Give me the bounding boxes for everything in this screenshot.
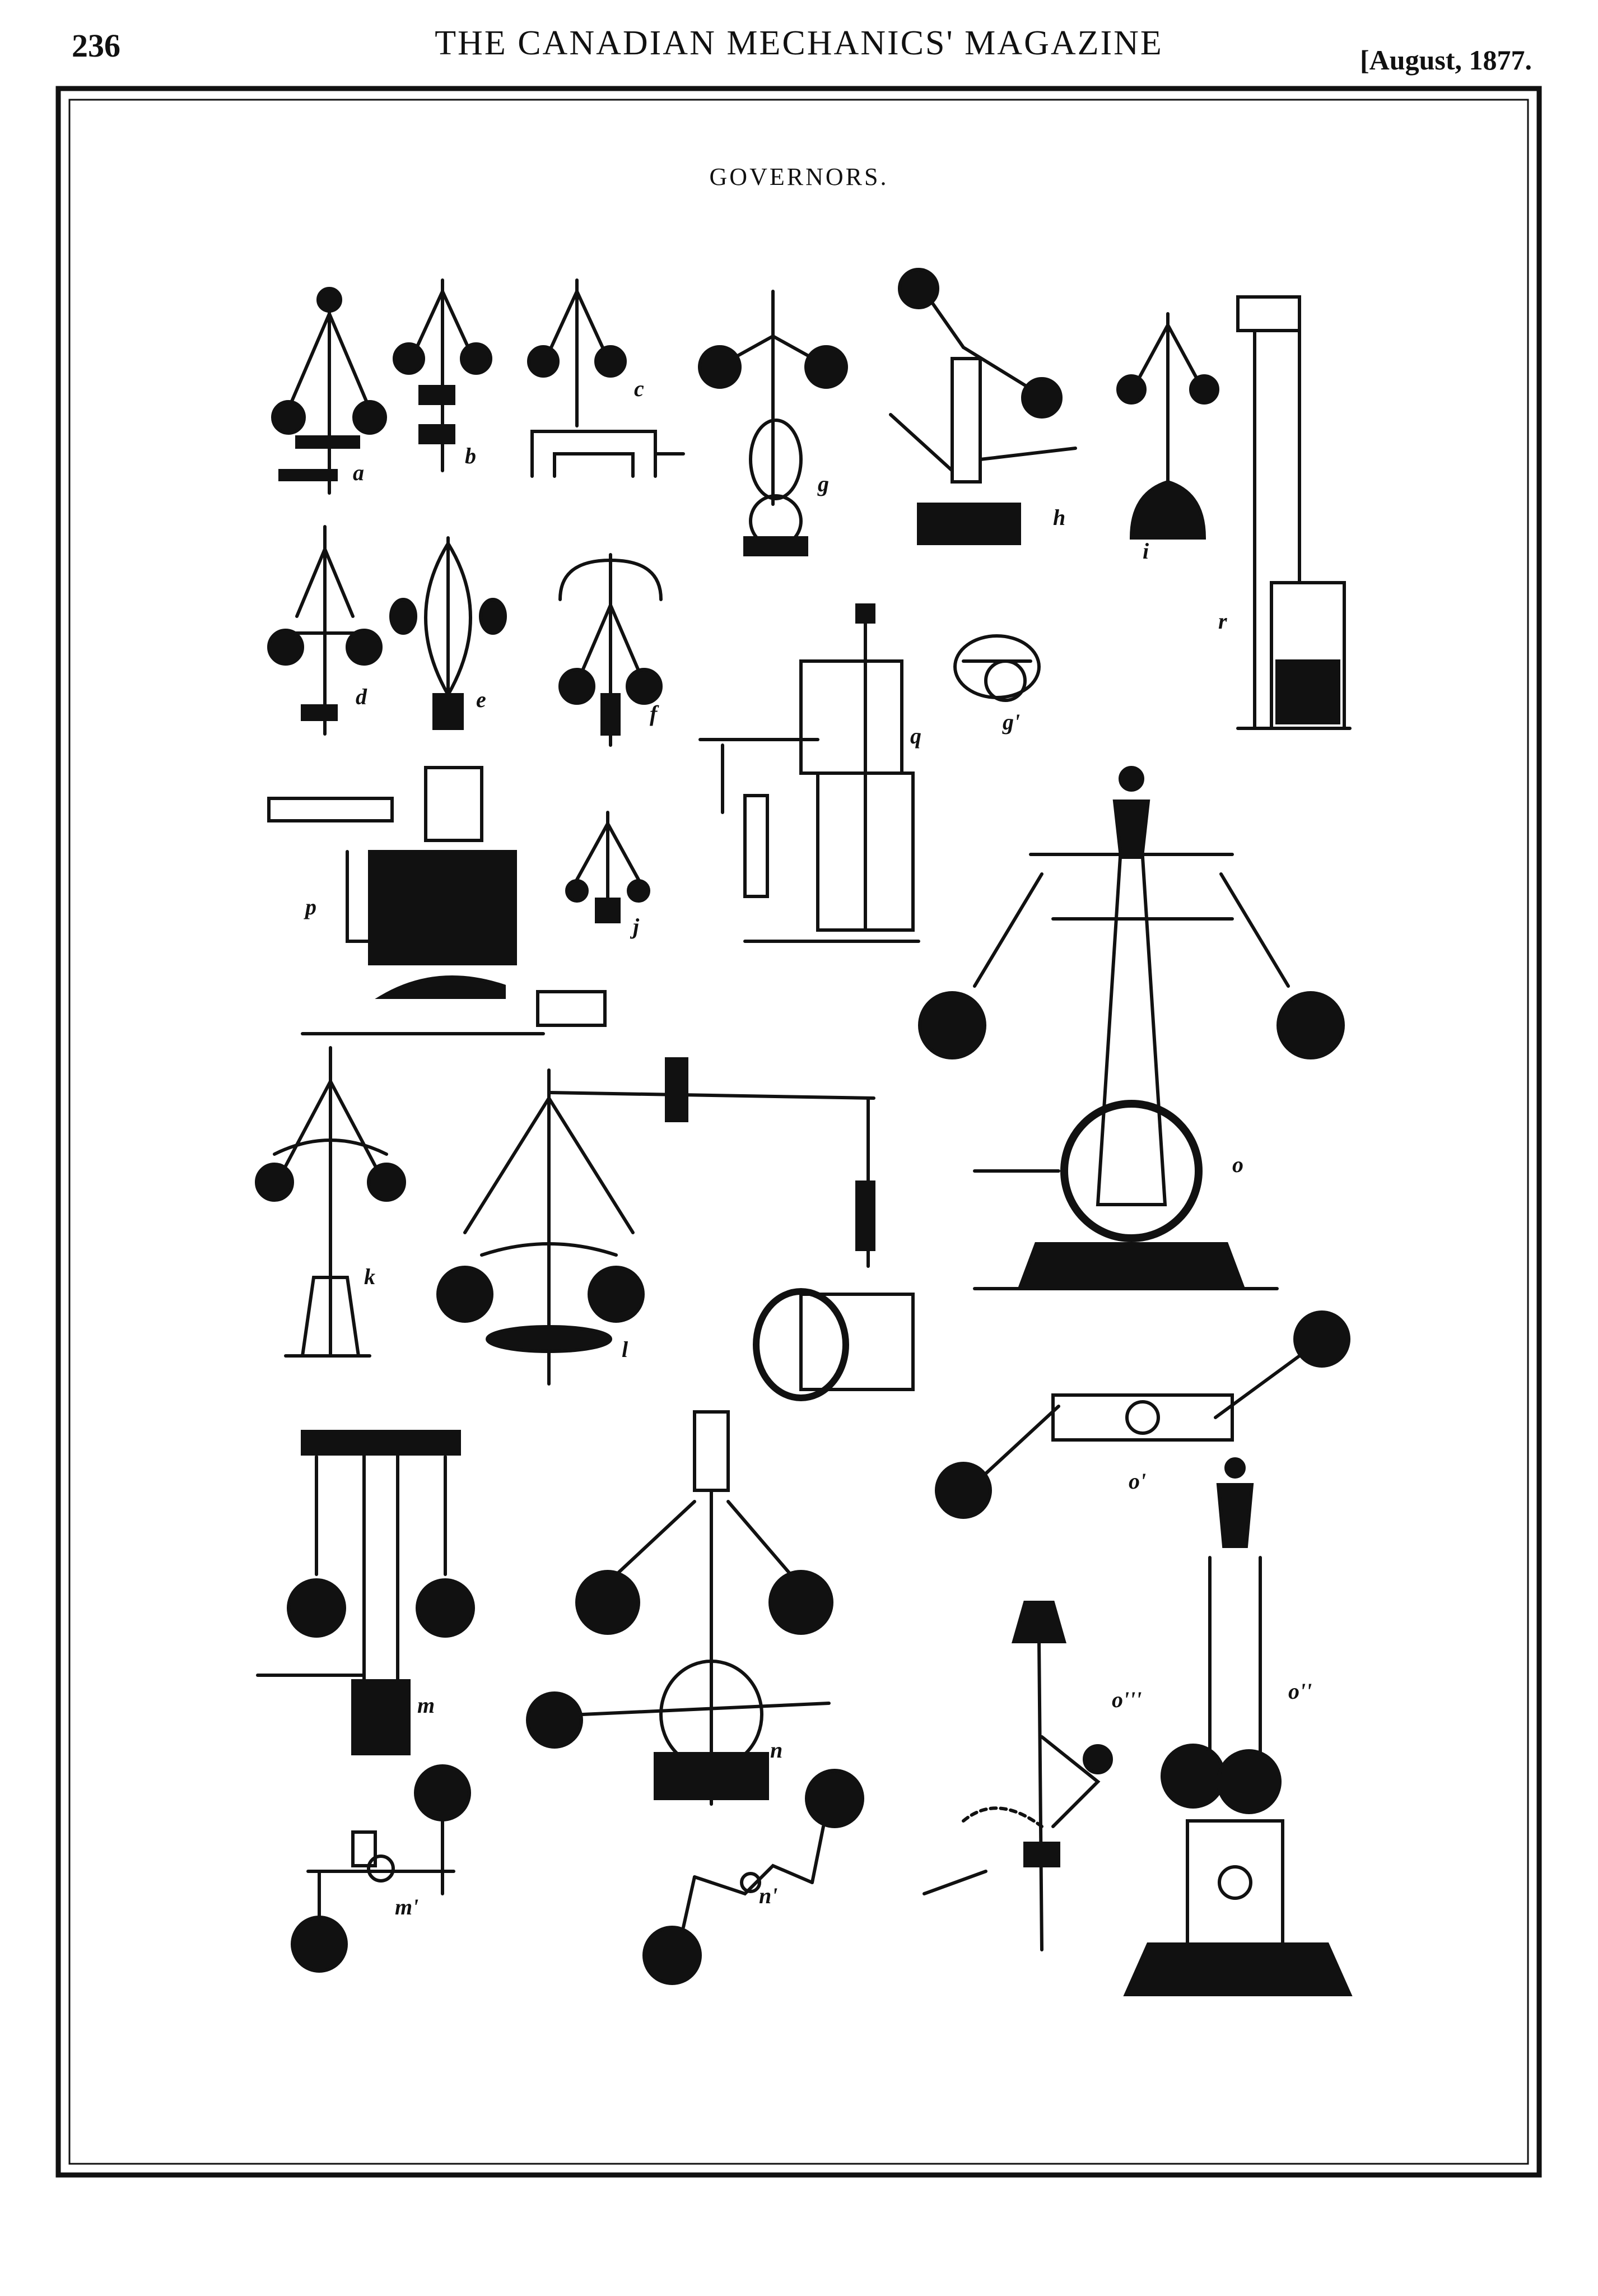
figure-g-governor <box>698 290 848 556</box>
figure-label-k: k <box>364 1264 375 1289</box>
issue-date: [August, 1877. <box>1360 44 1532 76</box>
figure-label-d: d <box>356 684 367 709</box>
figure-p-governor <box>267 766 517 999</box>
figure-label-a: a <box>353 460 364 485</box>
figure-label-f: f <box>650 701 658 726</box>
figure-label-g: g <box>818 471 829 496</box>
plate-border-outer <box>55 86 1542 2178</box>
figure-label-c: c <box>634 376 644 401</box>
figure-label-o-double-prime: o'' <box>1288 1679 1312 1704</box>
figure-h-governor <box>889 268 1077 545</box>
plate-border-inner <box>68 99 1529 2165</box>
figure-i-governor <box>1116 312 1219 540</box>
figure-b-governor <box>393 278 492 472</box>
page-header: 236 THE CANADIAN MECHANICS' MAGAZINE [Au… <box>0 0 1598 84</box>
figure-q-governor <box>698 603 920 943</box>
figure-m-governor <box>256 1430 475 1755</box>
figure-label-o: o <box>1232 1152 1243 1177</box>
figure-label-n-prime: n' <box>759 1883 778 1908</box>
page-number: 236 <box>72 27 120 64</box>
figure-o-governor <box>918 766 1345 1290</box>
figure-label-j: j <box>633 914 640 939</box>
figure-label-e: e <box>476 687 486 712</box>
lever-bar <box>301 990 607 1035</box>
figure-label-p: p <box>305 894 316 919</box>
figure-n-prime-governor <box>642 1769 864 1985</box>
figure-label-b: b <box>465 443 476 468</box>
running-title: THE CANADIAN MECHANICS' MAGAZINE <box>435 24 1163 62</box>
figure-label-m: m <box>417 1693 435 1718</box>
figure-label-n: n <box>770 1737 783 1763</box>
figure-label-q: q <box>910 723 921 749</box>
figure-g-prime-governor <box>953 634 1041 702</box>
figure-c-governor <box>527 278 685 478</box>
figure-k-governor <box>255 1046 406 1358</box>
figure-r-governor <box>1236 295 1352 730</box>
figure-e-governor <box>389 536 507 730</box>
figure-label-g-prime: g' <box>1003 709 1021 735</box>
figure-o-double-prime-governor <box>1123 1457 1353 1996</box>
figure-j-governor <box>565 811 650 923</box>
figure-d-governor <box>267 525 383 736</box>
figure-f-governor <box>558 553 663 747</box>
figure-label-i: i <box>1143 538 1149 564</box>
figure-o-triple-prime-governor <box>923 1601 1113 1951</box>
figure-label-m-prime: m' <box>395 1894 419 1919</box>
figure-o-prime-governor <box>935 1310 1350 1519</box>
figure-a-governor <box>271 287 387 495</box>
figure-l-governor <box>436 1057 915 1401</box>
figure-label-l: l <box>622 1337 628 1362</box>
figure-label-h: h <box>1053 505 1066 530</box>
figure-m-prime-governor <box>291 1764 471 1973</box>
figure-label-r: r <box>1218 608 1227 634</box>
figure-label-o-triple-prime: o''' <box>1112 1687 1142 1712</box>
plate-title: GOVERNORS. <box>709 163 889 190</box>
figure-n-governor <box>526 1410 833 1806</box>
figure-label-o-prime: o' <box>1129 1468 1147 1494</box>
